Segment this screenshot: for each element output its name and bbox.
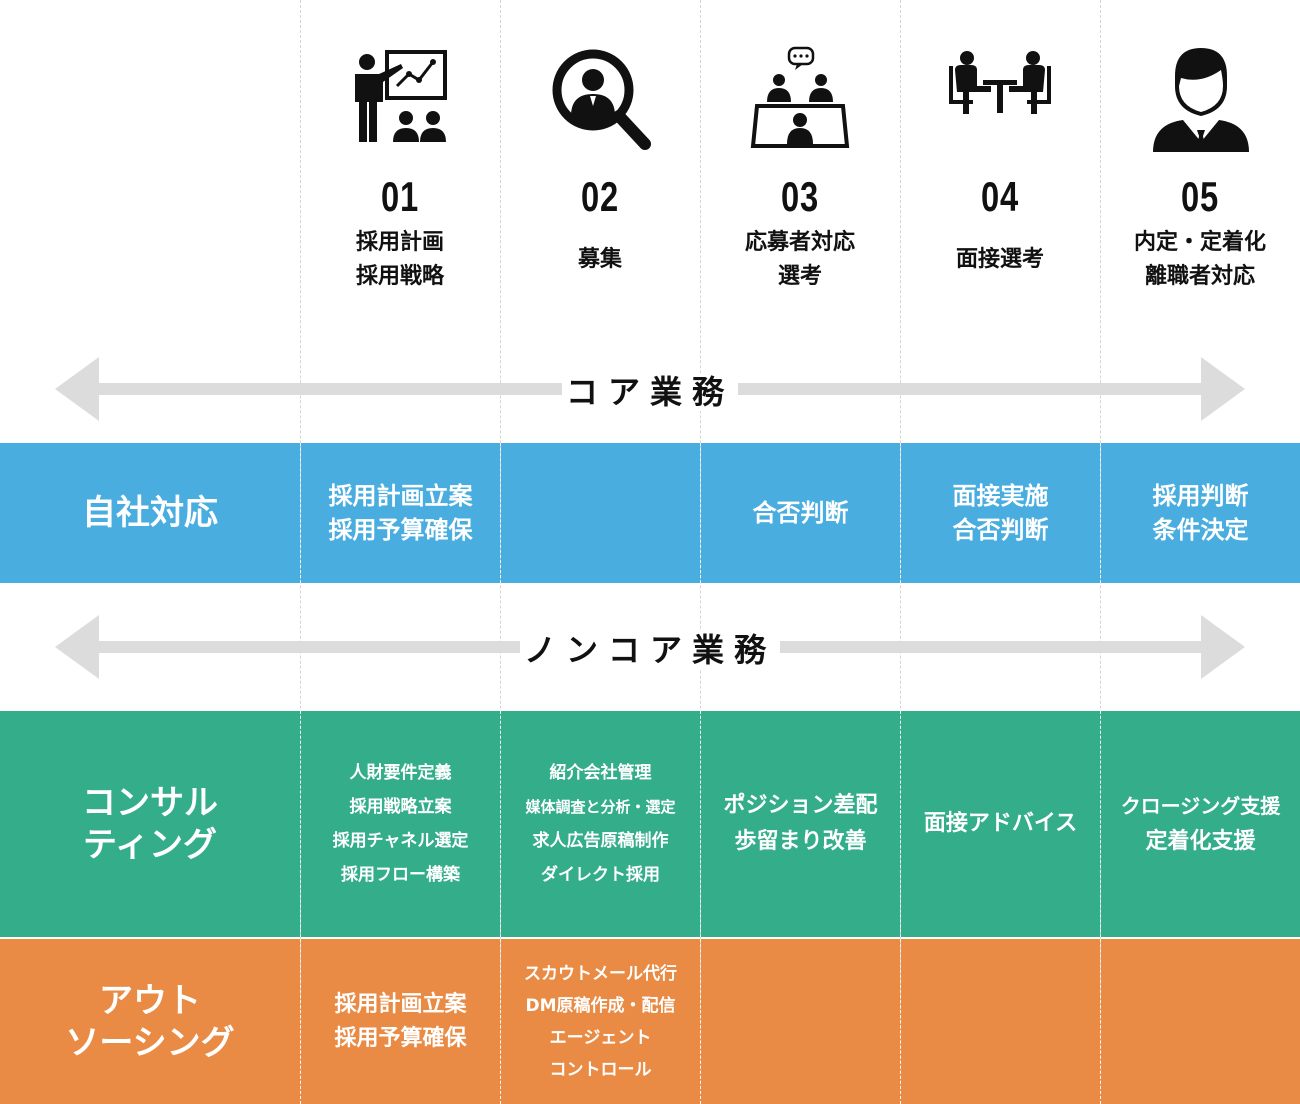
interview-table-icon xyxy=(949,51,1051,114)
inhouse-cell-05: 採用判断 条件決定 xyxy=(1100,443,1300,583)
cell-text: 採用計画立案 xyxy=(328,482,473,510)
outsourcing-cell-04 xyxy=(900,939,1100,1104)
cell-text: 採用戦略立案 xyxy=(349,797,452,817)
step-number: 01 xyxy=(380,173,420,220)
outsourcing-cell-02: スカウトメール代行 DM原稿作成・配信 エージェント コントロール xyxy=(500,939,700,1104)
core-arrow: コア業務 xyxy=(55,357,1245,421)
step-title-line: 内定・定着化 xyxy=(1133,230,1266,255)
consulting-cell-04: 面接アドバイス xyxy=(900,711,1100,937)
noncore-arrow-label: ノンコア業務 xyxy=(55,625,1245,671)
outsourcing-row-label: アウト ソーシング xyxy=(0,939,300,1104)
step-title: 内定・定着化 離職者対応 xyxy=(1100,225,1300,295)
row-label-line: コンサル xyxy=(82,783,218,823)
step-02: 02 募集 xyxy=(500,40,700,295)
cell-text: 歩留まり改善 xyxy=(734,829,867,854)
step-title-line: 離職者対応 xyxy=(1144,264,1255,289)
row-label-line: ティング xyxy=(83,825,217,865)
step-01: 01 採用計画 採用戦略 xyxy=(300,40,500,295)
cell-text: クロージング支援 xyxy=(1120,794,1281,818)
step-number: 04 xyxy=(980,173,1020,220)
row-label-line: ソーシング xyxy=(65,1022,235,1063)
cell-text: 人財要件定義 xyxy=(349,763,452,783)
noncore-arrow: ノンコア業務 xyxy=(55,615,1245,679)
inhouse-row: 自社対応 採用計画立案 採用予算確保 合否判断 面接実施 合否判断 採用判断 条… xyxy=(0,443,1300,583)
inhouse-cell-03: 合否判断 xyxy=(700,443,900,583)
cell-text: 採用予算確保 xyxy=(334,1025,467,1051)
inhouse-cell-02 xyxy=(500,443,700,583)
businessman-icon xyxy=(1153,48,1249,152)
step-title: 面接選考 xyxy=(900,225,1100,295)
consulting-cell-03: ポジション差配 歩留まり改善 xyxy=(700,711,900,937)
consulting-cell-02: 紹介会社管理 媒体調査と分析・選定 求人広告原稿制作 ダイレクト採用 xyxy=(500,711,700,937)
step-title-line: 応募者対応 xyxy=(744,230,855,255)
step-number: 03 xyxy=(780,173,820,220)
cell-text: スカウトメール代行 xyxy=(524,963,677,984)
cell-text: 面接実施 xyxy=(952,482,1049,510)
meeting-icon xyxy=(750,46,850,148)
step-03: 03 応募者対応 選考 xyxy=(700,40,900,295)
step-title: 応募者対応 選考 xyxy=(700,225,900,295)
cell-text: ダイレクト採用 xyxy=(541,865,660,885)
noncore-label-text: ノンコア業務 xyxy=(519,631,780,669)
step-title-line: 募集 xyxy=(577,247,622,272)
consulting-cell-05: クロージング支援 定着化支援 xyxy=(1100,711,1300,937)
cell-text: 条件決定 xyxy=(1152,516,1249,544)
step-title: 採用計画 採用戦略 xyxy=(300,225,500,295)
cell-text: コントロール xyxy=(549,1059,652,1080)
cell-text: 採用フロー構築 xyxy=(341,865,460,885)
outsourcing-cell-05 xyxy=(1100,939,1300,1104)
cell-text: 採用予算確保 xyxy=(328,516,473,544)
cell-text: 媒体調査と分析・選定 xyxy=(525,798,676,816)
core-arrow-label: コア業務 xyxy=(55,367,1245,413)
cell-text: 合否判断 xyxy=(952,516,1049,544)
step-title-line: 採用戦略 xyxy=(355,264,444,289)
core-label-text: コア業務 xyxy=(561,373,738,411)
cell-text: 採用計画立案 xyxy=(334,991,467,1017)
presentation-icon xyxy=(355,50,447,142)
step-title-line: 採用計画 xyxy=(355,230,444,255)
consulting-cell-01: 人財要件定義 採用戦略立案 採用チャネル選定 採用フロー構築 xyxy=(300,711,500,937)
consulting-row: コンサル ティング 人財要件定義 採用戦略立案 採用チャネル選定 採用フロー構築… xyxy=(0,711,1300,937)
inhouse-cell-04: 面接実施 合否判断 xyxy=(900,443,1100,583)
search-person-icon xyxy=(552,49,651,150)
outsourcing-cell-01: 採用計画立案 採用予算確保 xyxy=(300,939,500,1104)
step-number: 05 xyxy=(1180,173,1220,220)
outsourcing-cell-03 xyxy=(700,939,900,1104)
cell-text: 採用判断 xyxy=(1152,482,1249,510)
cell-text: 合否判断 xyxy=(752,499,849,527)
step-title-line: 面接選考 xyxy=(955,247,1044,272)
inhouse-cell-01: 採用計画立案 採用予算確保 xyxy=(300,443,500,583)
cell-text: 面接アドバイス xyxy=(923,811,1078,836)
cell-text: 定着化支援 xyxy=(1145,829,1256,854)
cell-text: エージェント xyxy=(549,1027,652,1048)
step-title: 募集 xyxy=(500,225,700,295)
cell-text: ポジション差配 xyxy=(723,793,878,818)
consulting-row-label: コンサル ティング xyxy=(0,711,300,937)
step-number: 02 xyxy=(580,173,620,220)
cell-text: 採用チャネル選定 xyxy=(332,831,469,851)
outsourcing-row: アウト ソーシング 採用計画立案 採用予算確保 スカウトメール代行 DM原稿作成… xyxy=(0,939,1300,1104)
inhouse-row-label: 自社対応 xyxy=(82,493,218,533)
step-04: 04 面接選考 xyxy=(900,40,1100,295)
row-label-line: アウト xyxy=(98,980,201,1021)
step-title-line: 選考 xyxy=(777,264,822,289)
cell-text: DM原稿作成・配信 xyxy=(525,995,676,1016)
cell-text: 紹介会社管理 xyxy=(549,763,652,783)
step-05: 05 内定・定着化 離職者対応 xyxy=(1100,40,1300,295)
cell-text: 求人広告原稿制作 xyxy=(532,831,669,851)
